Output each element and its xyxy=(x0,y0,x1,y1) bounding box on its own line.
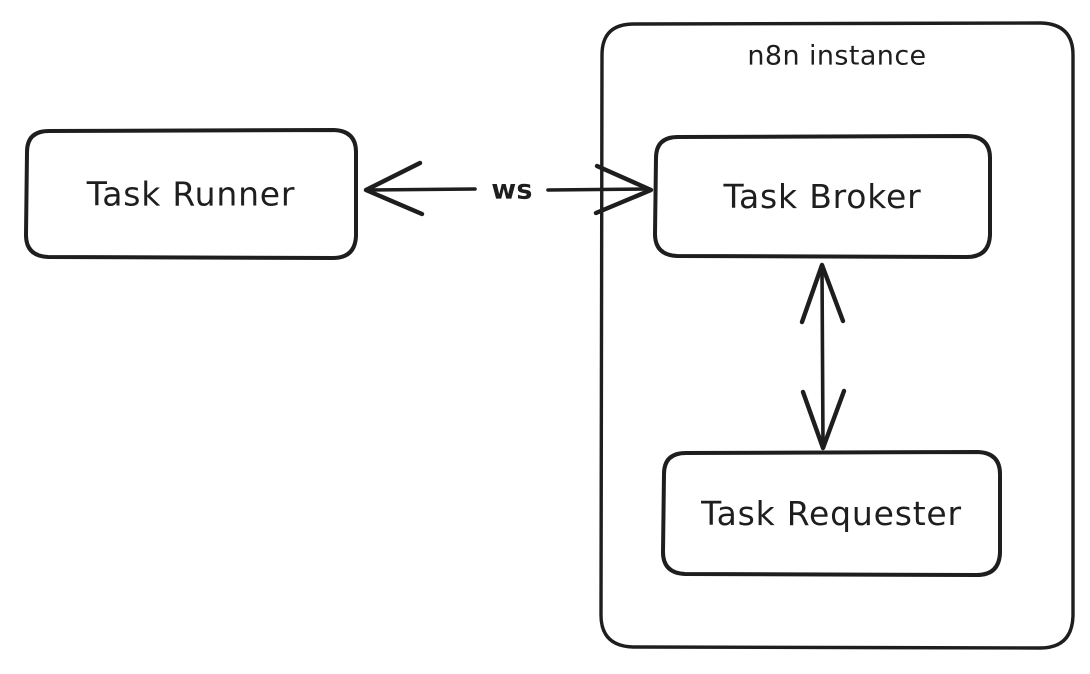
edge-shaft-left xyxy=(367,187,477,192)
edge-label-backdrop xyxy=(478,170,546,210)
node-task-requester-label: Task Requester xyxy=(700,494,962,533)
container-label-n8n-instance: n8n instance xyxy=(747,41,926,72)
vertical-edge-shaft xyxy=(820,266,825,447)
edge-task-broker-task-requester[interactable] xyxy=(799,262,847,451)
vertical-edge-arrowhead-down xyxy=(800,388,847,451)
node-task-runner-label: Task Runner xyxy=(86,175,296,214)
node-task-broker[interactable]: Task Broker xyxy=(653,134,992,259)
node-task-runner[interactable]: Task Runner xyxy=(24,128,358,260)
edge-arrowhead-left xyxy=(363,160,425,217)
node-task-requester-outline xyxy=(661,450,1002,577)
node-task-broker-outline xyxy=(653,134,992,259)
node-task-requester[interactable]: Task Requester xyxy=(661,450,1002,577)
node-task-runner-outline xyxy=(24,128,358,260)
edge-shaft-right xyxy=(546,187,650,192)
edge-arrowhead-right xyxy=(593,163,654,216)
edge-label-ws: ws xyxy=(491,175,532,206)
node-task-broker-label: Task Broker xyxy=(723,177,922,216)
edge-task-runner-task-broker[interactable]: ws xyxy=(363,160,654,217)
vertical-edge-arrowhead-up xyxy=(799,262,846,325)
